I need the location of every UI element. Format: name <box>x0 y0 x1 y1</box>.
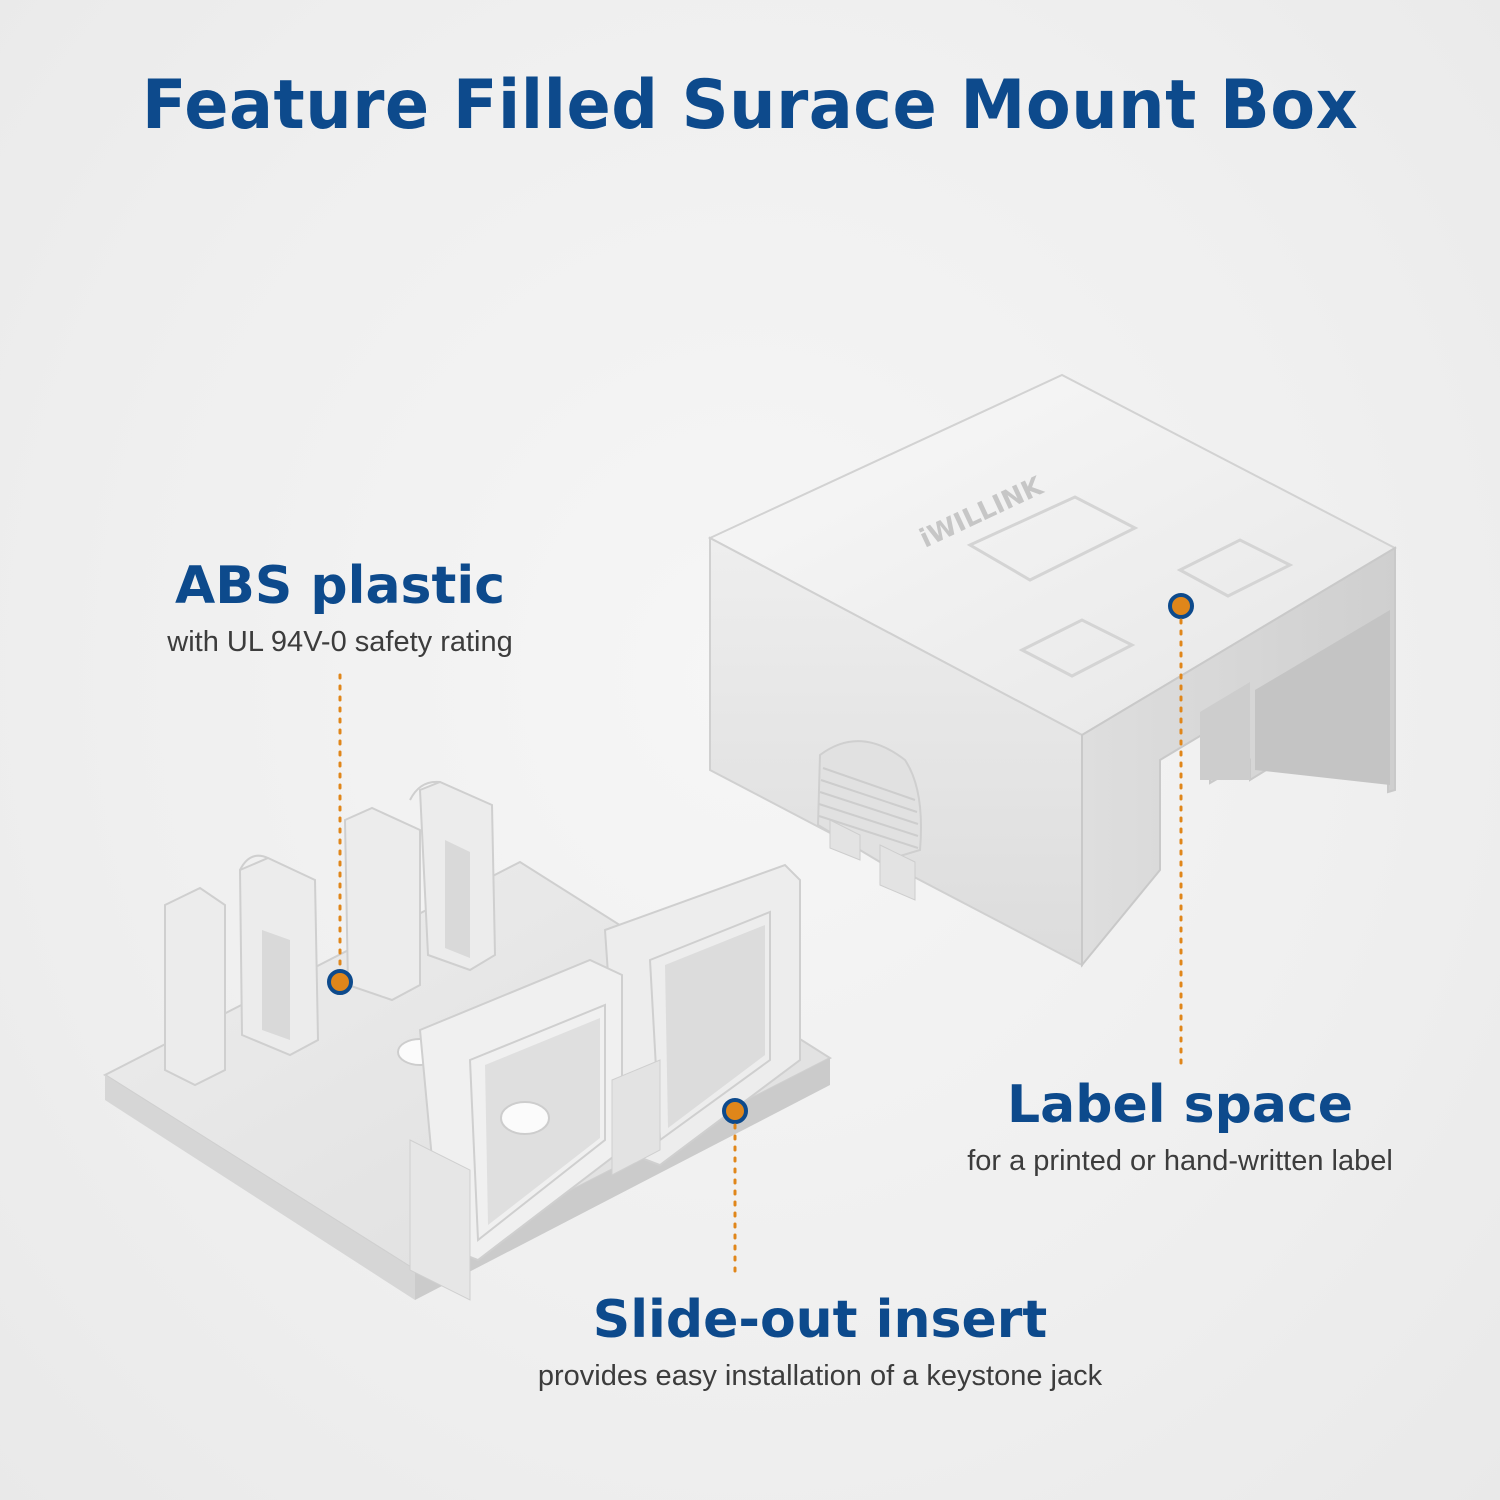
callout-dot <box>1168 593 1194 619</box>
feature-title-slide-out-insert: Slide-out insert <box>592 1290 1048 1350</box>
callout-dot <box>722 1098 748 1124</box>
feature-title-abs-plastic: ABS plastic <box>174 556 506 616</box>
page-title: Feature Filled Surace Mount Box <box>141 66 1359 145</box>
feature-subtitle-label-space: for a printed or hand-written label <box>967 1145 1393 1177</box>
callout-dot <box>327 969 353 995</box>
feature-title-label-space: Label space <box>1007 1075 1353 1135</box>
base-part <box>102 780 833 1301</box>
callout-label-space <box>1168 593 1194 1067</box>
feature-subtitle-slide-out-insert: provides easy installation of a keystone… <box>537 1360 1103 1392</box>
cover-part <box>707 373 1398 968</box>
callout-abs-plastic <box>327 673 353 995</box>
callout-slide-out-insert <box>722 1098 748 1277</box>
feature-subtitle-abs-plastic: with UL 94V-0 safety rating <box>167 626 513 658</box>
